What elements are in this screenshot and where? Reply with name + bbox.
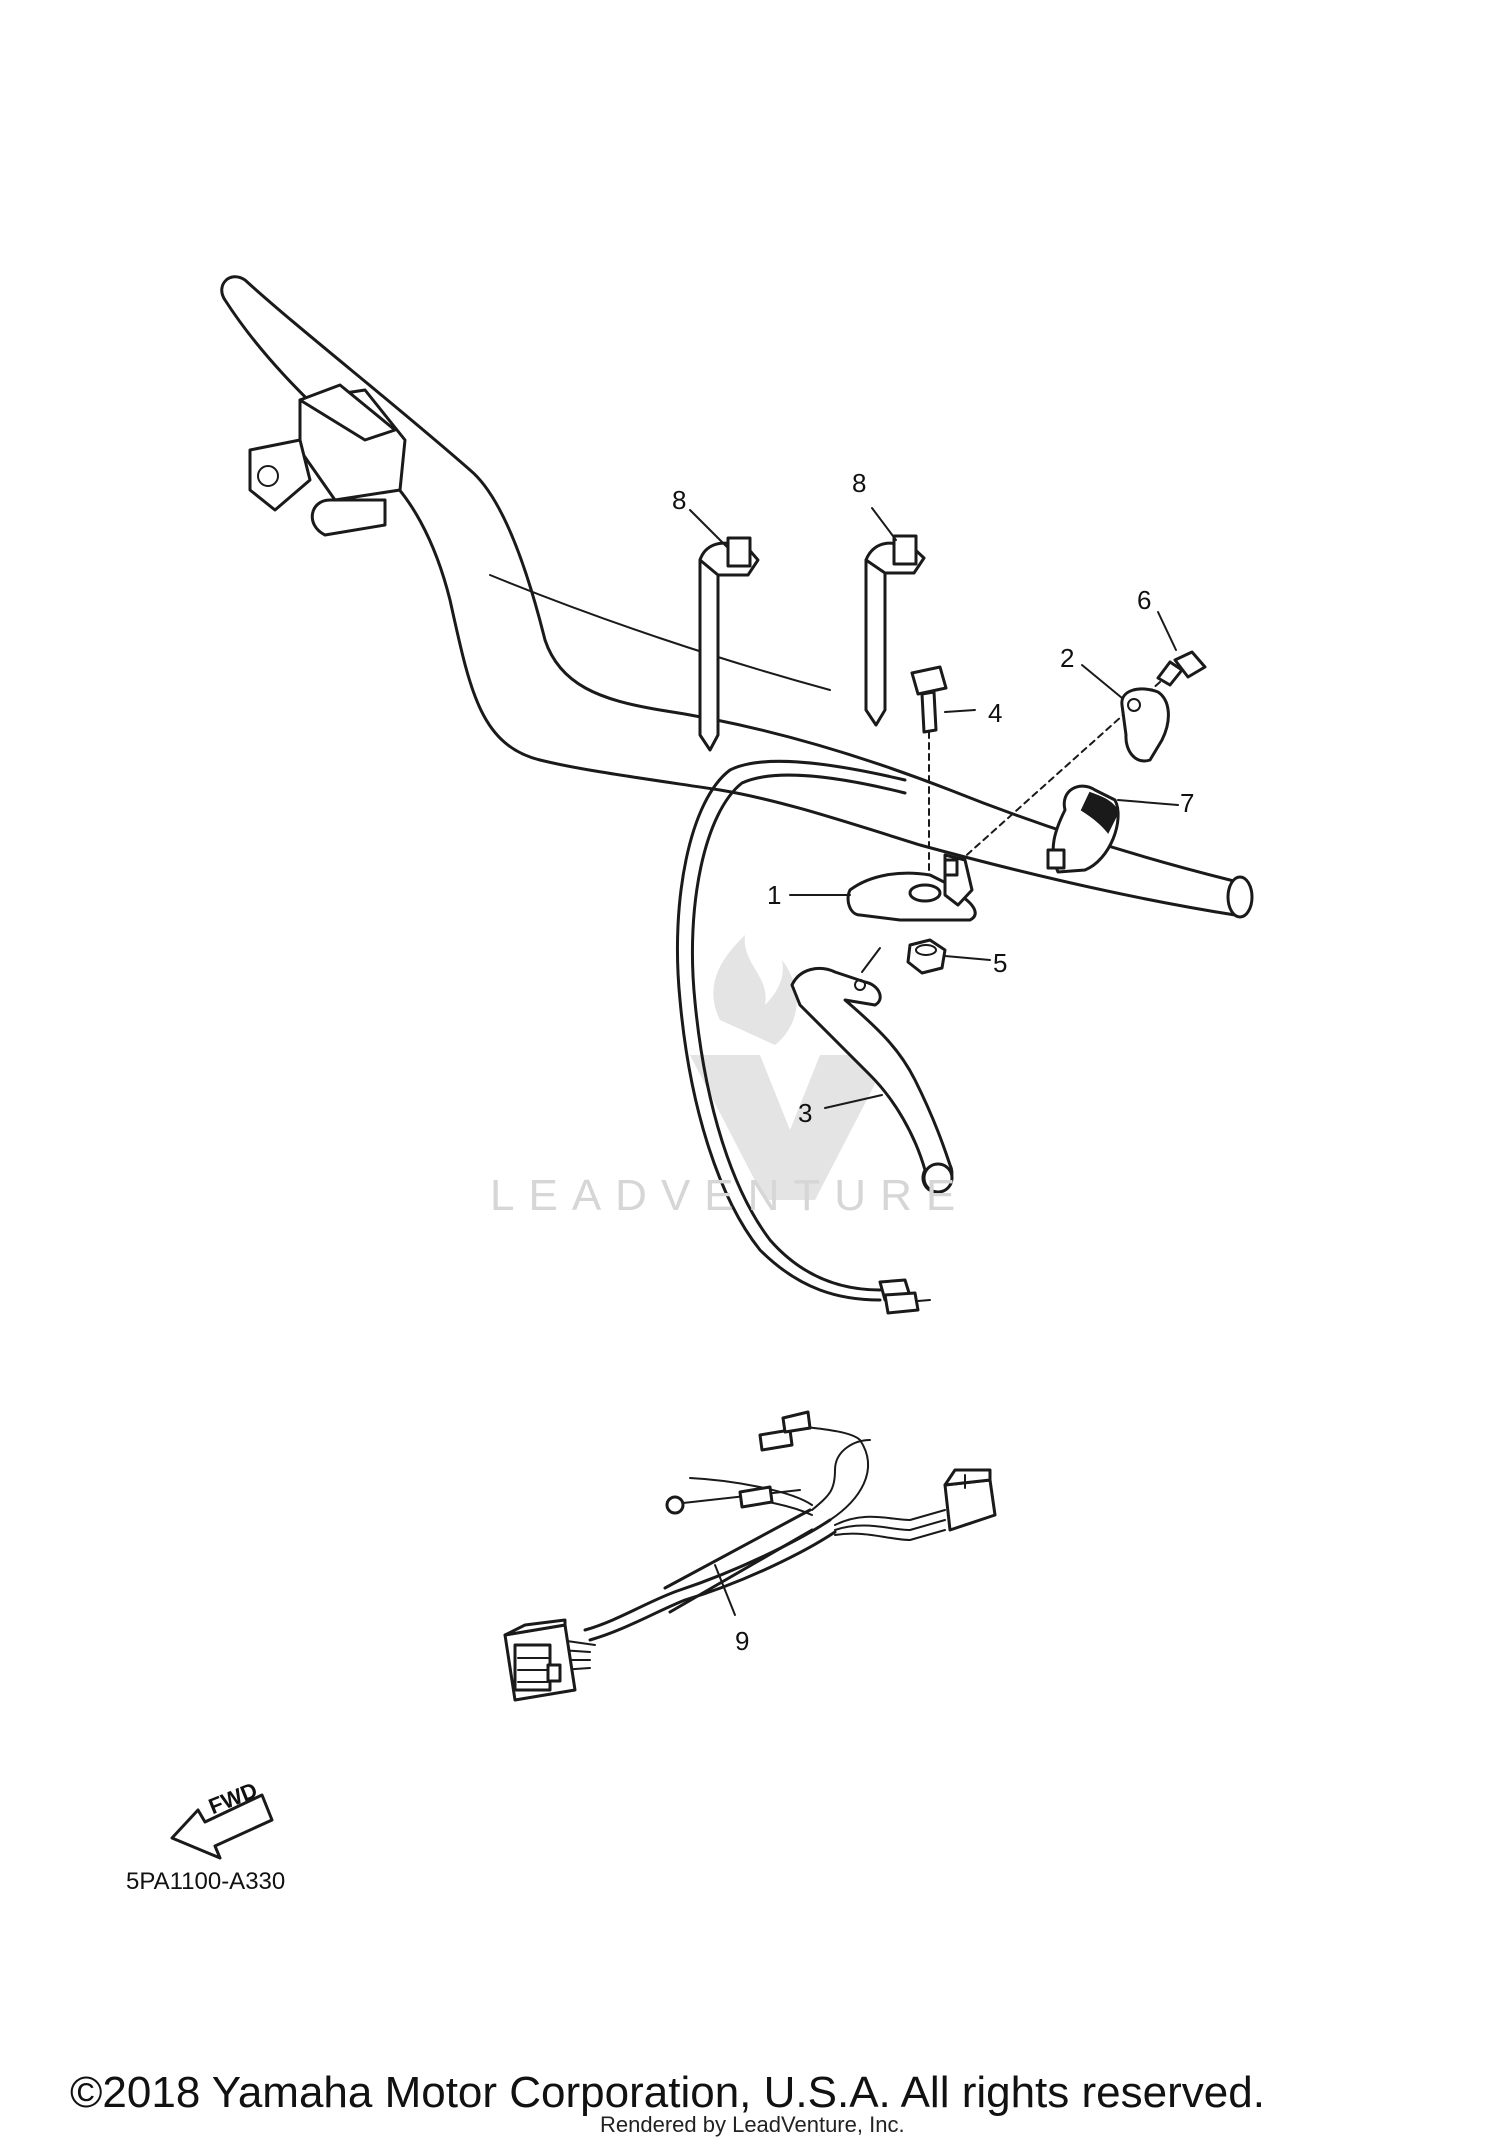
- rendered-by-credit: Rendered by LeadVenture, Inc.: [600, 2112, 905, 2137]
- watermark-wordmark: LEADVENTURE: [490, 1171, 969, 1220]
- switch-7: [1046, 784, 1120, 874]
- drawing-code: 5PA1100-A330: [126, 1868, 286, 1895]
- part-label-8-right: 8: [852, 468, 867, 498]
- part-label-2: 2: [1060, 643, 1075, 673]
- part-label-7: 7: [1180, 788, 1195, 818]
- left-switch-housing: [248, 383, 407, 537]
- fwd-arrow-icon: [170, 1793, 274, 1860]
- leadventure-watermark-logo: [690, 935, 890, 1200]
- part-label-9: 9: [735, 1626, 750, 1656]
- lever-3: [790, 947, 954, 1194]
- part-label-5: 5: [993, 948, 1008, 978]
- switch-wire: [675, 759, 931, 1315]
- nut-5: [906, 938, 947, 975]
- part-label-4: 4: [988, 698, 1003, 728]
- cable-tie-left: [698, 536, 760, 752]
- part-label-3: 3: [798, 1098, 813, 1128]
- copyright-notice: ©2018 Yamaha Motor Corporation, U.S.A. A…: [70, 2068, 1265, 2117]
- bolt-4: [910, 665, 948, 871]
- handlebar: [220, 275, 1254, 919]
- wire-harness-9: [503, 1410, 997, 1702]
- part-label-8-left: 8: [672, 485, 687, 515]
- lever-bracket-1: [846, 853, 977, 922]
- clamp-2: [1120, 687, 1170, 763]
- part-label-1: 1: [767, 880, 782, 910]
- cable-tie-right: [864, 534, 926, 727]
- part-label-6: 6: [1137, 585, 1152, 615]
- leader-lines: [689, 507, 1179, 1616]
